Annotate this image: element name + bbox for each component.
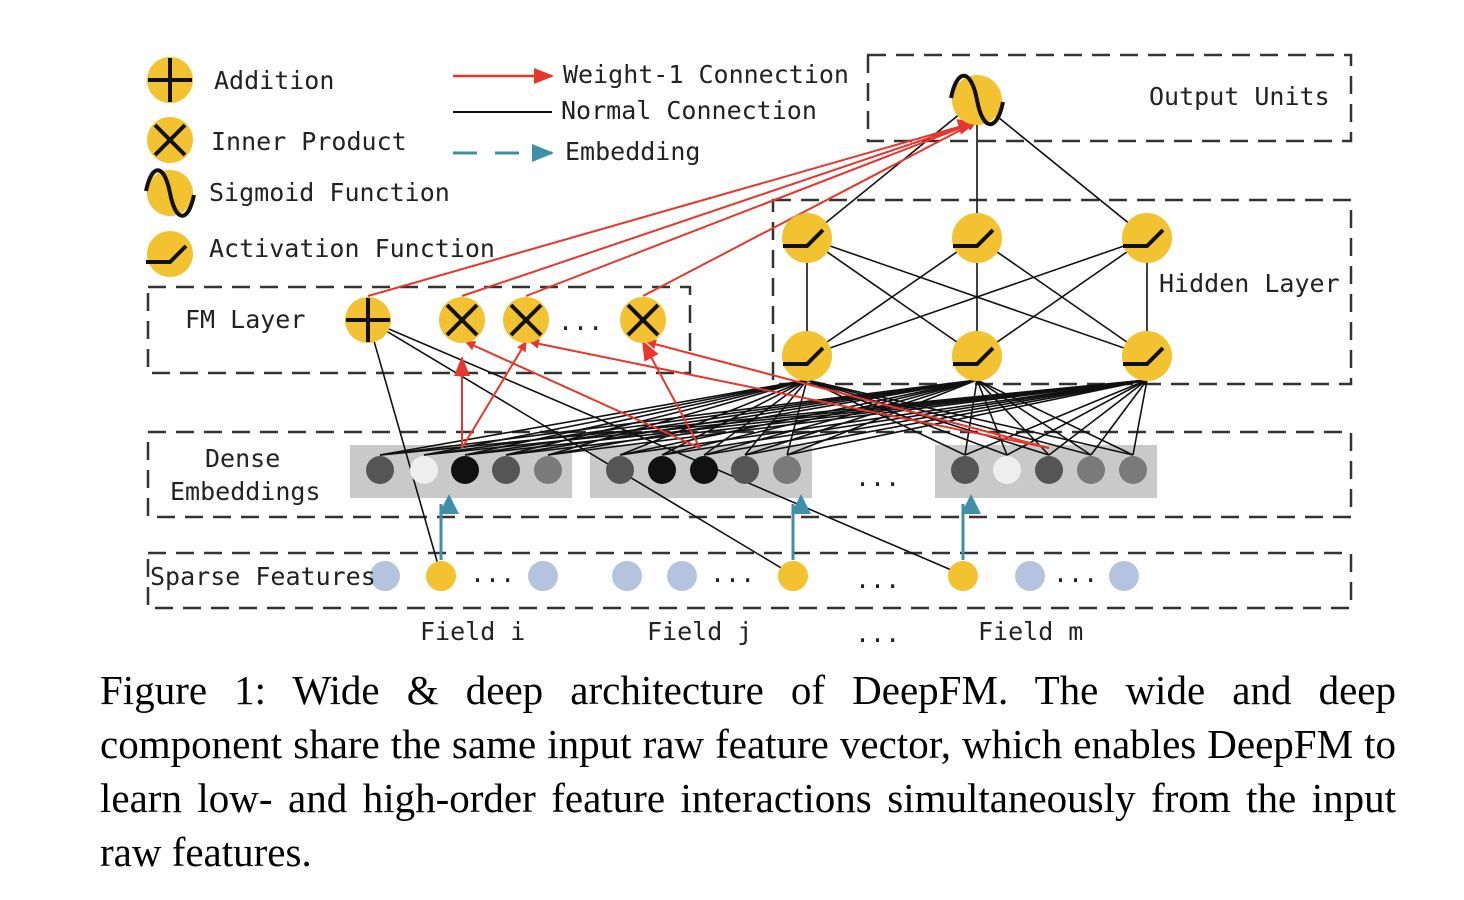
fm-addition-node [345, 297, 391, 343]
field-j-label: Field j [647, 617, 752, 646]
sparse-ellipsis-3: ... [855, 565, 900, 594]
sparse-features-box [146, 551, 1353, 610]
fm-ellipsis: ... [558, 307, 603, 336]
legend-sigmoid-label: Sigmoid Function [209, 178, 450, 207]
embedding-dot [648, 456, 676, 484]
sparse-dot-inactive [1109, 561, 1139, 591]
sparse-dot-inactive [667, 561, 697, 591]
embedding-dots [366, 456, 1147, 484]
sparse-ellipsis-1: ... [470, 559, 515, 588]
field-m-label: Field m [978, 617, 1083, 646]
embedding-dot [773, 456, 801, 484]
embedding-dot [534, 456, 562, 484]
dense-label-line1: Dense [205, 444, 280, 473]
legend-embedding-label: Embedding [565, 137, 700, 166]
weight1-connections [367, 119, 1050, 449]
figure-caption: Figure 1: Wide & deep architecture of De… [100, 663, 1396, 879]
sparse-dot-inactive [612, 561, 642, 591]
hidden-node-top-3 [1122, 213, 1172, 263]
embedding-dot [366, 456, 394, 484]
dense-ellipsis: ... [855, 463, 900, 492]
sparse-dot-active [426, 561, 456, 591]
embedding-dot [492, 456, 520, 484]
output-units-label: Output Units [1149, 82, 1330, 111]
fm-layer-box [146, 285, 692, 375]
legend-addition-label: Addition [214, 66, 334, 95]
sparse-dot-inactive [370, 561, 400, 591]
output-units-box [866, 53, 1353, 143]
normal-connections [367, 99, 1148, 576]
fm-inner-product-node-1 [439, 297, 485, 343]
legend-weight1-label: Weight-1 Connection [563, 60, 849, 89]
embedding-dot [410, 456, 438, 484]
legend-line-samples [453, 68, 554, 162]
architecture-diagram: Addition Inner Product Sigmoid Function … [144, 53, 1353, 648]
hidden-node-bottom-3 [1122, 331, 1172, 381]
sparse-feature-dots [370, 561, 1139, 591]
hidden-layer-label: Hidden Layer [1159, 269, 1340, 298]
inner-product-icon [147, 117, 193, 163]
embedding-dot [690, 456, 718, 484]
hidden-node-top-1 [782, 213, 832, 263]
field-i-label: Field i [420, 617, 525, 646]
sparse-features-label: Sparse Features [150, 562, 376, 591]
embedding-dot [451, 456, 479, 484]
embedding-dot [731, 456, 759, 484]
hidden-node-bottom-1 [782, 331, 832, 381]
sparse-dot-active [778, 561, 808, 591]
sparse-dot-inactive [528, 561, 558, 591]
hidden-layer-box [771, 198, 1353, 386]
embedding-dot [1119, 456, 1147, 484]
sigmoid-icon [144, 168, 196, 218]
caption-figure-label: Figure 1: [100, 667, 267, 713]
legend-activation-label: Activation Function [209, 234, 495, 263]
dense-embeddings-box [146, 430, 1353, 519]
sparse-ellipsis-2: ... [710, 559, 755, 588]
legend-inner-product-label: Inner Product [211, 127, 407, 156]
fm-layer-label: FM Layer [185, 305, 305, 334]
hidden-node-bottom-2 [952, 331, 1002, 381]
sparse-dot-inactive [1015, 561, 1045, 591]
embedding-dot [1077, 456, 1105, 484]
dense-label-line2: Embeddings [170, 477, 321, 506]
embedding-arrows [439, 494, 981, 560]
embedding-dot [606, 456, 634, 484]
fm-inner-product-node-3 [620, 297, 666, 343]
addition-icon [147, 57, 193, 103]
field-ellipsis: ... [855, 619, 900, 648]
caption-text: Wide & deep architecture of DeepFM. The … [100, 667, 1397, 875]
activation-icon [146, 231, 193, 277]
embedding-dot [951, 456, 979, 484]
fm-inner-product-node-2 [503, 297, 549, 343]
text-labels: Addition Inner Product Sigmoid Function … [150, 60, 1340, 648]
embedding-dot [1035, 456, 1063, 484]
embedding-dot [993, 456, 1021, 484]
legend-normal-label: Normal Connection [561, 96, 817, 125]
hidden-node-top-2 [952, 213, 1002, 263]
sparse-dot-active [948, 561, 978, 591]
sparse-ellipsis-4: ... [1053, 559, 1098, 588]
dashed-boxes [146, 53, 1353, 610]
output-sigmoid-node [949, 73, 1005, 127]
